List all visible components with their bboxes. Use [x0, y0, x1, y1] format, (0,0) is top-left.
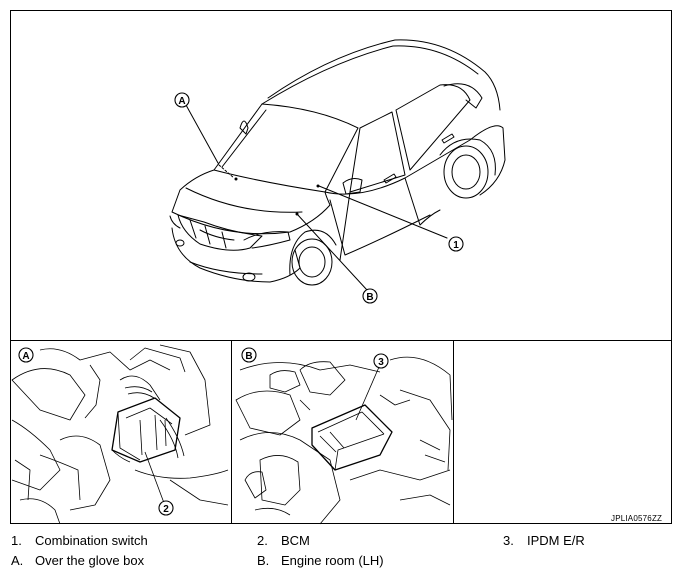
callout-panel-a: A	[22, 351, 29, 362]
callout-main-a: A	[178, 96, 185, 107]
legend-label: Engine room (LH)	[281, 553, 384, 568]
callout-circle-panel-a	[18, 347, 34, 363]
legend-number: A.	[11, 553, 24, 568]
panel-b-drawing	[235, 356, 453, 525]
callout-circle-main-b	[362, 288, 378, 304]
panel-divider-left	[231, 340, 232, 524]
leader-a	[185, 104, 219, 164]
leader-b	[296, 213, 368, 291]
legend-label: Combination switch	[35, 533, 148, 548]
legend-item-2: 2. BCM	[257, 533, 310, 548]
callout-panel-b-item: 3	[378, 357, 384, 368]
legend-number: 3.	[503, 533, 514, 548]
panel-divider-right	[453, 340, 454, 524]
callout-circle-panel-b-3	[373, 353, 389, 369]
legend-item-3: 3. IPDM E/R	[503, 533, 585, 548]
panel-divider-horizontal	[10, 340, 672, 341]
leader-panel-b-3	[355, 366, 380, 421]
diagram-frame	[10, 10, 672, 524]
figure-code: JPLIA0576ZZ	[611, 514, 663, 523]
callout-main-1: 1	[453, 240, 459, 251]
legend-item-b: B. Engine room (LH)	[257, 553, 384, 568]
callout-circle-panel-b	[241, 347, 257, 363]
callout-circle-main-1	[448, 236, 464, 252]
callout-circle-main-a	[174, 92, 190, 108]
leader-panel-a-2	[144, 451, 165, 504]
callout-panel-a-item: 2	[163, 504, 169, 515]
legend-number: 2.	[257, 533, 268, 548]
legend-number: 1.	[11, 533, 22, 548]
callout-circle-panel-a-2	[158, 500, 174, 516]
legend-number: B.	[257, 553, 270, 568]
callout-panel-b: B	[245, 351, 252, 362]
legend-item-a: A. Over the glove box	[11, 553, 144, 568]
legend-label: IPDM E/R	[527, 533, 585, 548]
callout-main-b: B	[366, 292, 373, 303]
panel-a-drawing	[11, 344, 229, 525]
legend-label: BCM	[281, 533, 310, 548]
leader-1	[318, 185, 448, 239]
legend-label: Over the glove box	[35, 553, 145, 568]
vehicle-illustration	[169, 39, 506, 286]
legend-item-1: 1. Combination switch	[11, 533, 148, 548]
